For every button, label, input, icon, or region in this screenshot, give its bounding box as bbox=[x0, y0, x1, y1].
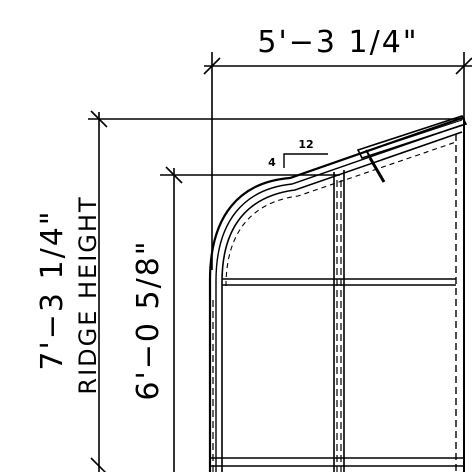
eave-height-text: 6'−0 5/8" bbox=[131, 239, 166, 400]
eave-height-dimension bbox=[160, 166, 340, 472]
width-dimension bbox=[203, 52, 472, 270]
width-dimension-text: 5'−3 1/4" bbox=[257, 25, 418, 60]
roof-glazing-dashes bbox=[225, 141, 457, 287]
pitch-rise-text: 4 bbox=[268, 156, 276, 169]
pitch-triangle-lines bbox=[283, 153, 328, 168]
roof-outer-edge bbox=[215, 124, 463, 472]
vent-strut-pin bbox=[365, 149, 375, 165]
ridge-height-dimension bbox=[88, 110, 464, 472]
ridge-top-tick bbox=[90, 110, 108, 128]
vent-inner-line bbox=[361, 119, 463, 154]
greenhouse-frame bbox=[208, 115, 468, 472]
ridge-bottom-tick bbox=[90, 457, 107, 472]
ridge-height-label-text: RIDGE HEIGHT bbox=[74, 195, 102, 394]
ridge-height-value-text: 7'−3 1/4" bbox=[35, 209, 70, 370]
roof-pitch-symbol: 4 12 bbox=[268, 138, 328, 169]
curved-eave-inner bbox=[221, 131, 463, 472]
curved-eave-outer bbox=[208, 116, 463, 472]
roof-vent bbox=[356, 115, 468, 159]
pitch-run-text: 12 bbox=[298, 138, 313, 151]
eave-top-tick bbox=[165, 166, 183, 184]
